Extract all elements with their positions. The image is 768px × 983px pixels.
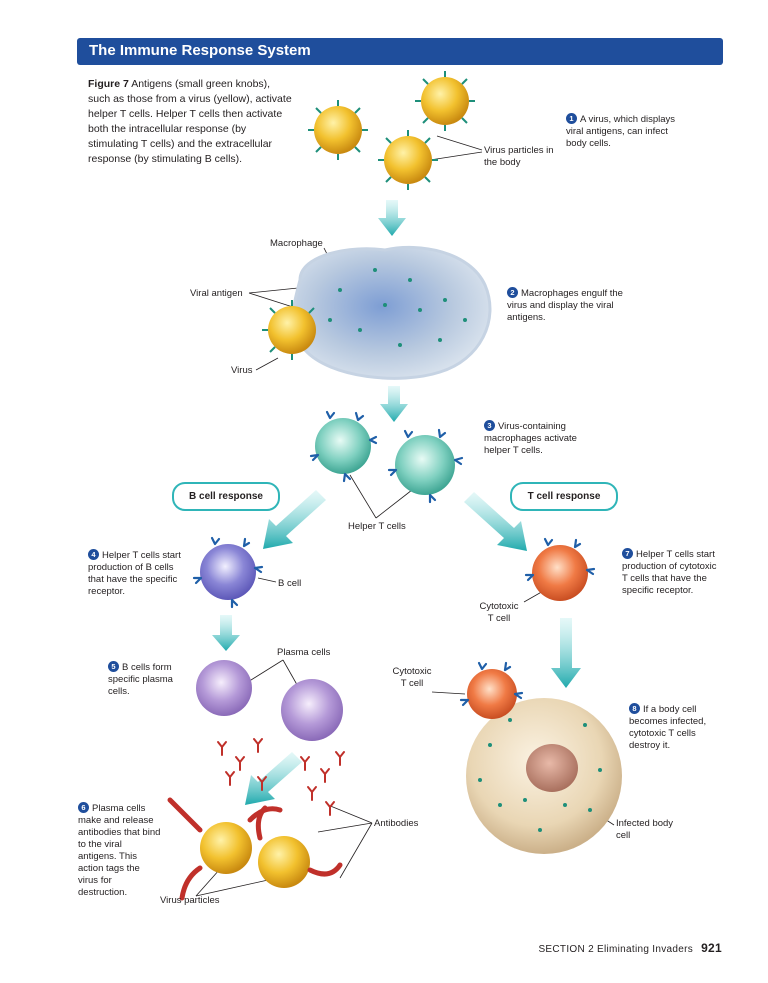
figure-caption: Figure 7 Antigens (small green knobs), s… [88,77,293,167]
infected-body-cell-label: Infected body cell [616,818,674,841]
step-text: If a body cell becomes infected, cytotox… [629,704,707,751]
free-antibodies [217,738,345,816]
virus-in-macrophage [262,300,316,360]
t-cell-response-pill: T cell response [510,482,618,511]
leader-lines [195,135,615,897]
cytotoxic-t-cell-label-2: Cytotoxic T cell [392,666,432,689]
arrow-down-b [212,615,240,651]
plasma-cells [196,660,343,741]
arrow-down-2 [380,386,408,422]
step-number-badge: 6 [78,802,89,813]
figure-label: Figure 7 [88,78,129,90]
flow-arrows [212,200,581,805]
arrow-to-t-cell [464,492,527,551]
footer-section: SECTION 2 Eliminating Invaders [538,944,694,955]
virus-icon [378,130,438,190]
cytotoxic-t-cell-label: Cytotoxic T cell [479,601,519,624]
step-number-badge: 5 [108,661,119,672]
macrophage-cell [291,245,492,380]
step-number-badge: 1 [566,113,577,124]
step-number-badge: 3 [484,420,495,431]
viral-antigen-label: Viral antigen [190,288,243,299]
attacking-cytotoxic-t-cell [459,661,524,719]
step-text: Helper T cells start production of cytot… [622,549,717,596]
cytotoxic-t-cell [524,537,596,601]
virus-icon [308,100,368,160]
b-cell [192,536,264,609]
antibodies-label: Antibodies [374,818,419,829]
helper-t-cells-label: Helper T cells [348,521,406,532]
plasma-cells-label: Plasma cells [277,647,331,658]
virus-particles-top [308,71,475,190]
step-number-badge: 7 [622,548,633,559]
step-text: Helper T cells start production of B cel… [88,550,181,597]
b-cell-label: B cell [278,578,302,589]
step-text: Macrophages engulf the virus and display… [507,288,623,323]
virus-particles-body-label: Virus particles in the body [484,145,554,168]
step-text: Virus-containing macrophages activate he… [484,421,577,456]
page-number: 921 [701,941,722,955]
arrow-down-t [551,618,581,688]
macrophage-label: Macrophage [270,238,323,249]
step-number-badge: 4 [88,549,99,560]
virus-label: Virus [231,365,253,376]
figure-section-title: The Immune Response System [89,42,311,59]
step-number-badge: 2 [507,287,518,298]
step-text: B cells form specific plasma cells. [108,662,173,697]
step-text: Plasma cells make and release antibodies… [78,803,161,898]
page-footer: SECTION 2 Eliminating Invaders 921 [538,941,722,955]
arrow-to-antibodies [245,752,302,805]
section-header-bar: The Immune Response System [77,38,723,65]
virus-icon [415,71,475,131]
infected-body-cell [466,698,622,854]
helper-t-cells [309,410,464,504]
arrow-down-1 [378,200,406,236]
arrow-to-b-cell [263,490,326,549]
tagged-virus-particles [167,797,343,901]
virus-particles-label: Virus particles [160,895,220,906]
b-cell-response-pill: B cell response [172,482,280,511]
figure-caption-text: Antigens (small green knobs), such as th… [88,78,292,165]
step-number-badge: 8 [629,703,640,714]
step-text: A virus, which displays viral antigens, … [566,114,676,149]
